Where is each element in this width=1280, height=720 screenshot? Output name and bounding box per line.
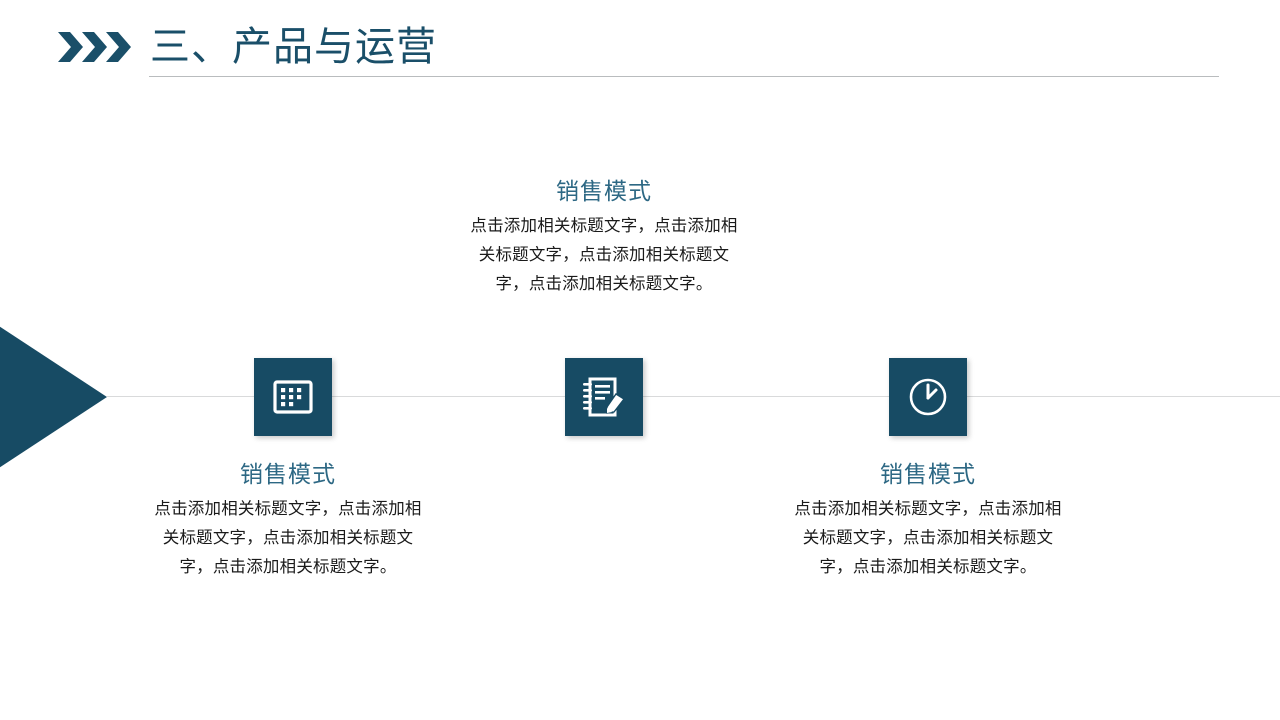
timeline-icon-tile-1[interactable]: [254, 358, 332, 436]
block-title: 销售模式: [240, 461, 336, 487]
triple-chevron-right-icon: [57, 30, 133, 64]
timeline-text-block-middle: 销售模式 点击添加相关标题文字，点击添加相关标题文字，点击添加相关标题文字，点击…: [470, 176, 738, 299]
notebook-pencil-icon: [583, 377, 625, 417]
block-body: 点击添加相关标题文字，点击添加相关标题文字，点击添加相关标题文字，点击添加相关标…: [470, 217, 738, 293]
block-body: 点击添加相关标题文字，点击添加相关标题文字，点击添加相关标题文字，点击添加相关标…: [154, 500, 422, 576]
page-title: 三、产品与运营: [150, 25, 437, 69]
clock-icon: [908, 377, 948, 417]
timeline-icon-tile-2[interactable]: [565, 358, 643, 436]
calendar-icon: [273, 380, 313, 414]
slide-header: 三、产品与运营: [0, 0, 1280, 95]
header-divider: [149, 76, 1219, 77]
timeline-axis: [107, 396, 1280, 397]
timeline-icon-tile-3[interactable]: [889, 358, 967, 436]
block-title: 销售模式: [880, 461, 976, 487]
left-arrow-marker: [0, 307, 107, 487]
timeline-text-block-right: 销售模式 点击添加相关标题文字，点击添加相关标题文字，点击添加相关标题文字，点击…: [793, 459, 1063, 582]
timeline-text-block-left: 销售模式 点击添加相关标题文字，点击添加相关标题文字，点击添加相关标题文字，点击…: [153, 459, 423, 582]
block-body: 点击添加相关标题文字，点击添加相关标题文字，点击添加相关标题文字，点击添加相关标…: [794, 500, 1062, 576]
block-title: 销售模式: [556, 178, 652, 204]
